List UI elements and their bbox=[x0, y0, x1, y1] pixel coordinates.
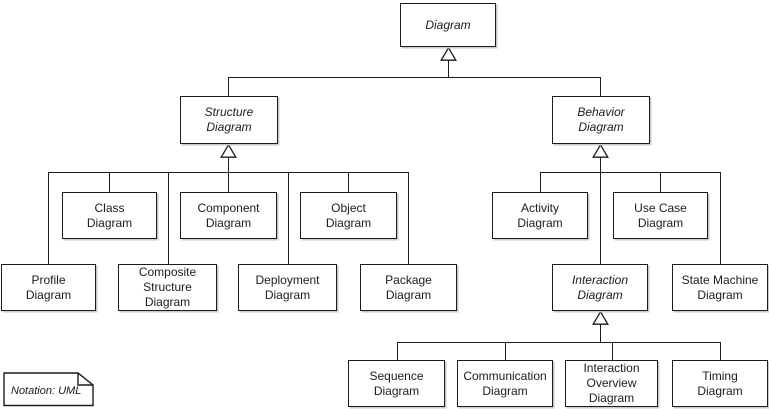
connector-line bbox=[408, 172, 409, 264]
generalization-arrow-icon bbox=[220, 144, 237, 158]
node-timing-diagram: Timing Diagram bbox=[672, 360, 768, 407]
connector-line bbox=[448, 60, 449, 77]
connector-line bbox=[720, 172, 721, 264]
note-shape bbox=[3, 372, 94, 407]
connector-line bbox=[228, 77, 601, 78]
connector-line bbox=[348, 172, 349, 192]
connector-line bbox=[397, 342, 398, 360]
connector-line bbox=[288, 172, 289, 264]
notation-note-label: Notation: UML bbox=[11, 385, 82, 397]
connector-line bbox=[228, 77, 229, 96]
node-component-diagram: Component Diagram bbox=[180, 192, 277, 239]
node-composite-structure-diagram: Composite Structure Diagram bbox=[118, 264, 217, 311]
connector-line bbox=[600, 324, 601, 342]
node-behavior-diagram: Behavior Diagram bbox=[552, 96, 650, 144]
connector-line bbox=[660, 172, 661, 192]
generalization-arrow-icon bbox=[592, 311, 609, 325]
connector-line bbox=[600, 172, 601, 264]
connector-line bbox=[228, 157, 229, 172]
node-structure-diagram: Structure Diagram bbox=[180, 96, 278, 144]
connector-line bbox=[505, 342, 506, 360]
node-class-diagram: Class Diagram bbox=[62, 192, 157, 239]
node-interaction-overview-diagram: Interaction Overview Diagram bbox=[565, 360, 658, 407]
connector-line bbox=[720, 342, 721, 360]
node-object-diagram: Object Diagram bbox=[300, 192, 397, 239]
generalization-arrow-icon bbox=[440, 47, 457, 61]
connector-line bbox=[600, 157, 601, 172]
connector-line bbox=[540, 172, 541, 192]
connector-line bbox=[397, 342, 721, 343]
node-state-machine-diagram: State Machine Diagram bbox=[672, 264, 768, 311]
generalization-arrow-icon bbox=[592, 144, 609, 158]
node-communication-diagram: Communication Diagram bbox=[457, 360, 553, 407]
node-diagram: Diagram bbox=[400, 3, 496, 47]
connector-line bbox=[600, 77, 601, 96]
connector-line bbox=[168, 172, 169, 264]
node-profile-diagram: Profile Diagram bbox=[1, 264, 96, 311]
connector-line bbox=[540, 172, 721, 173]
node-package-diagram: Package Diagram bbox=[360, 264, 457, 311]
connector-line bbox=[612, 342, 613, 360]
node-sequence-diagram: Sequence Diagram bbox=[348, 360, 445, 407]
node-interaction-diagram: Interaction Diagram bbox=[552, 264, 648, 311]
connector-line bbox=[109, 172, 110, 192]
connector-line bbox=[228, 172, 229, 192]
node-use-case-diagram: Use Case Diagram bbox=[613, 192, 708, 239]
node-activity-diagram: Activity Diagram bbox=[492, 192, 588, 239]
node-deployment-diagram: Deployment Diagram bbox=[238, 264, 337, 311]
connector-line bbox=[48, 172, 49, 264]
